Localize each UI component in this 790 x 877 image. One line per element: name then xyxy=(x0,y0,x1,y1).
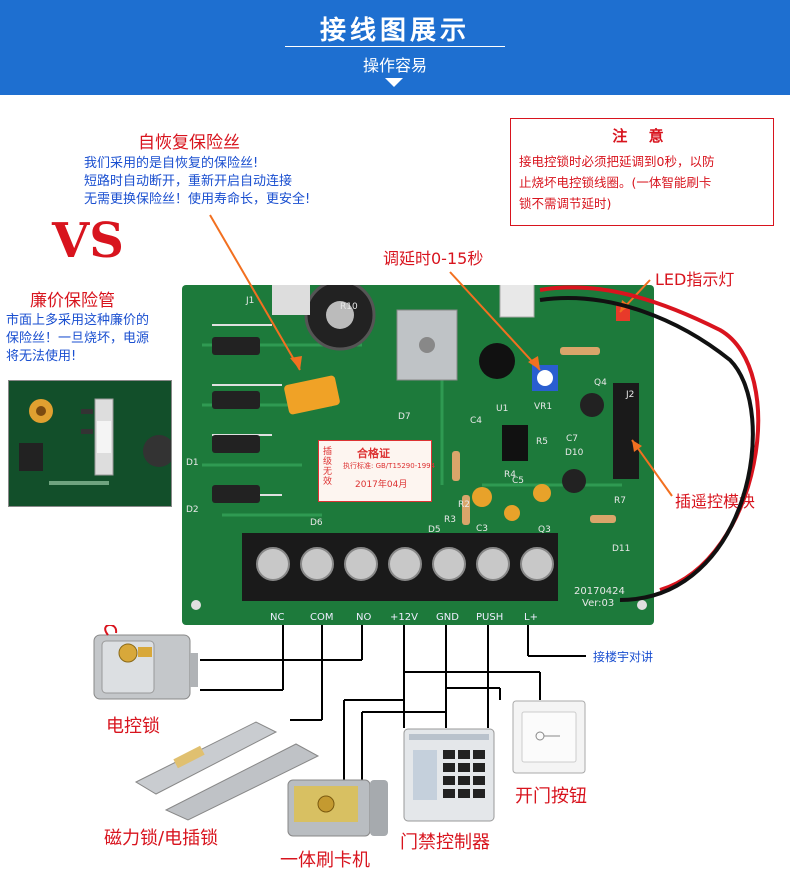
cert-standard: 执行标准: GB/T15290-1994 xyxy=(343,462,436,470)
intercom-label: 接楼宇对讲 xyxy=(593,650,654,664)
board-date-code: 20170424 xyxy=(574,586,625,597)
fuse-callout-line: 无需更换保险丝！使用寿命长，更安全! xyxy=(84,192,311,207)
part-label: R7 xyxy=(614,496,626,506)
part-label: VR1 xyxy=(534,402,553,412)
part-label: U1 xyxy=(496,404,509,414)
part-label: R4 xyxy=(504,470,516,480)
led-label: LED指示灯 xyxy=(655,270,735,289)
fuse-callout-line: 短路时自动断开，重新开启自动连接 xyxy=(84,174,293,189)
terminal-label-12v: +12V xyxy=(390,612,418,623)
part-label: D5 xyxy=(428,525,441,535)
header-banner: 接线图展示 操作容易 xyxy=(0,0,790,95)
part-label: D10 xyxy=(565,448,584,458)
cert-date: 2017年04月 xyxy=(355,480,408,490)
notice-body: 接电控锁时必须把延调到0秒，以防 止烧坏电控锁线圈。(一体智能刷卡 锁不需调节延… xyxy=(519,151,769,214)
cheap-fuse-text: 市面上多采用这种廉价的 保险丝！一旦烧坏，电源 将无法使用! xyxy=(6,312,149,366)
fuse-callout-line: 我们采用的是自恢复的保险丝! xyxy=(84,156,259,171)
part-label: C4 xyxy=(470,416,483,426)
remote-module-label: 插遥控模块 xyxy=(675,492,756,511)
maglock-image xyxy=(126,712,326,826)
part-label: R3 xyxy=(444,515,456,525)
part-label: R5 xyxy=(536,437,548,447)
notice-box: 注 意 接电控锁时必须把延调到0秒，以防 止烧坏电控锁线圈。(一体智能刷卡 锁不… xyxy=(510,118,774,226)
part-label: Q4 xyxy=(594,378,607,388)
terminal-screw[interactable] xyxy=(344,547,378,581)
part-label: J2 xyxy=(626,390,635,400)
part-label: D1 xyxy=(186,458,199,468)
part-label: D2 xyxy=(186,505,199,515)
terminal-screw[interactable] xyxy=(300,547,334,581)
delay-label: 调延时0-15秒 xyxy=(383,249,484,268)
terminal-label-lplus: L+ xyxy=(524,612,538,623)
terminal-label-com: COM xyxy=(310,612,334,623)
part-label: J1 xyxy=(246,296,255,306)
exit-button-label: 开门按钮 xyxy=(515,786,587,807)
terminal-label-nc: NC xyxy=(270,612,285,623)
cheap-fuse-title: 廉价保险管 xyxy=(30,291,115,311)
terminal-screw[interactable] xyxy=(432,547,466,581)
card-lock-image xyxy=(286,772,390,846)
access-controller-label: 门禁控制器 xyxy=(400,832,490,853)
part-label: R2 xyxy=(458,500,470,510)
terminal-screw[interactable] xyxy=(388,547,422,581)
terminal-label-gnd: GND xyxy=(436,612,459,623)
header-divider xyxy=(285,46,505,47)
cheap-fuse-photo xyxy=(8,380,172,507)
cheap-fuse-line: 将无法使用! xyxy=(6,349,77,364)
terminal-label-push: PUSH xyxy=(476,612,504,623)
cert-title: 合格证 xyxy=(357,447,390,460)
part-label: R10 xyxy=(340,302,358,312)
card-lock-label: 一体刷卡机 xyxy=(280,850,370,871)
notice-title: 注 意 xyxy=(612,127,672,145)
terminal-block xyxy=(242,533,558,601)
part-label: C3 xyxy=(476,524,489,534)
electric-lock-label: 电控锁 xyxy=(106,716,160,737)
terminal-screw[interactable] xyxy=(520,547,554,581)
cert-tag: 插级无效 xyxy=(323,447,333,487)
maglock-label: 磁力锁/电插锁 xyxy=(104,828,219,849)
electric-lock-image xyxy=(88,624,200,709)
fuse-callout-title: 自恢复保险丝 xyxy=(138,133,240,153)
notice-line: 锁不需调节延时) xyxy=(519,196,612,211)
access-controller-image xyxy=(403,728,495,826)
part-label: C7 xyxy=(566,434,579,444)
remote-module-header xyxy=(613,383,639,479)
notice-line: 接电控锁时必须把延调到0秒，以防 xyxy=(519,154,715,169)
notice-line: 止烧坏电控锁线圈。(一体智能刷卡 xyxy=(519,175,712,190)
part-label: Q3 xyxy=(538,525,551,535)
exit-button-image[interactable] xyxy=(512,700,586,778)
page-subtitle: 操作容易 xyxy=(362,56,427,75)
vs-label: VS xyxy=(52,213,124,269)
fuse-callout-text: 我们采用的是自恢复的保险丝! 短路时自动断开，重新开启自动连接 无需更换保险丝！… xyxy=(84,155,310,209)
part-label: D11 xyxy=(612,544,631,554)
page-title: 接线图展示 xyxy=(319,16,470,46)
part-label: C5 xyxy=(512,476,525,486)
cheap-fuse-line: 市面上多采用这种廉价的 xyxy=(6,313,150,328)
qc-certificate-sticker: 插级无效 合格证 执行标准: GB/T15290-1994 2017年04月 xyxy=(318,440,436,502)
cheap-fuse-line: 保险丝！一旦烧坏，电源 xyxy=(6,331,150,346)
board-version: Ver:03 xyxy=(582,598,615,609)
terminal-screw[interactable] xyxy=(476,547,510,581)
part-label: D6 xyxy=(310,518,323,528)
terminal-label-no: NO xyxy=(356,612,372,623)
chevron-down-icon xyxy=(385,78,403,87)
part-label: D7 xyxy=(398,412,411,422)
terminal-screw[interactable] xyxy=(256,547,290,581)
